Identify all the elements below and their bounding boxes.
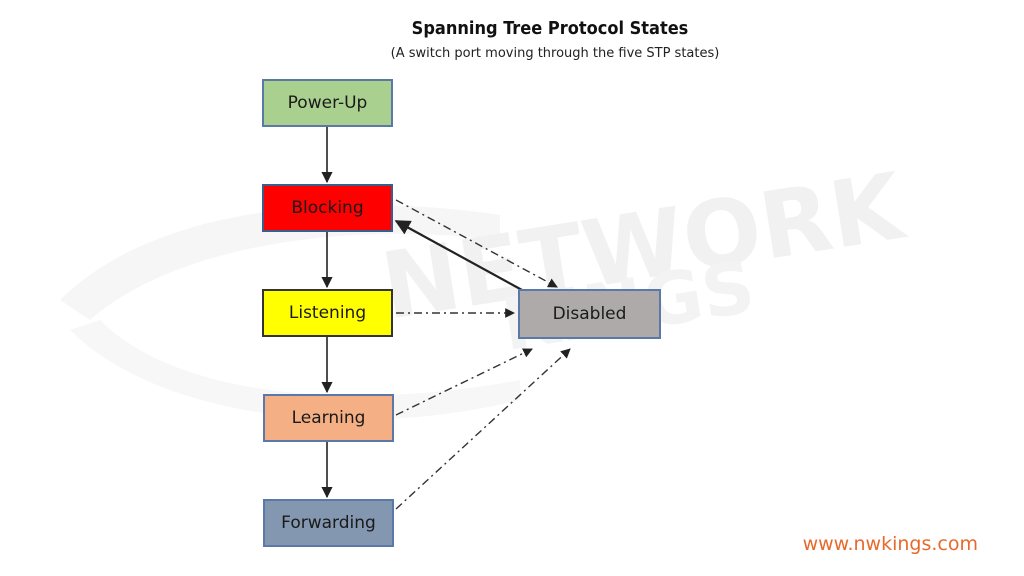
state-blocking: Blocking <box>262 184 393 232</box>
edge-learning-disabled <box>395 348 533 416</box>
state-forwarding: Forwarding <box>263 499 394 547</box>
state-power-up: Power-Up <box>262 79 393 127</box>
diagram-subtitle: (A switch port moving through the five S… <box>390 46 720 61</box>
diagram-title: Spanning Tree Protocol States <box>411 18 689 39</box>
edge-blocking-disabled <box>395 199 558 288</box>
state-disabled: Disabled <box>518 289 661 339</box>
edge-forwarding-disabled <box>395 348 571 510</box>
state-learning: Learning <box>263 394 394 442</box>
edge-disabled-blocking <box>394 220 523 291</box>
website-url[interactable]: www.nwkings.com <box>802 533 978 555</box>
state-listening: Listening <box>262 289 393 337</box>
